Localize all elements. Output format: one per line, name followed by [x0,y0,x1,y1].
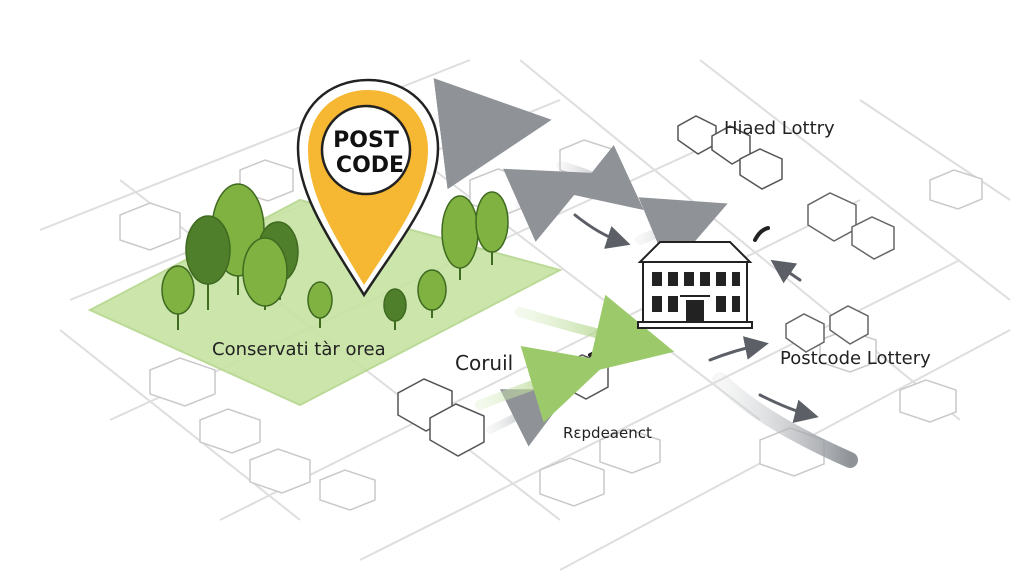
flow-arrows-grey [433,78,858,468]
tree-icon [475,191,509,253]
tree-icon [383,288,407,322]
tree-icon [161,265,195,315]
pin-label-line2: CODE [336,153,404,178]
pin-label-line1: POST [333,128,399,153]
houses-top-right [677,115,783,190]
tree-icon [441,195,479,269]
label-replacement: Rɛpdeaenct [563,424,652,442]
label-conservation-area: Conservati tàr orea [212,339,386,360]
tree-canopies [161,183,509,322]
town-hall-icon [637,241,753,329]
map-pin-icon: POST CODE [296,78,440,298]
flow-arrows-green [475,294,675,423]
tree-icon [307,281,333,319]
label-postcode-lottery: Postcode Lottery [780,348,931,369]
tree-icon [185,215,231,285]
label-top-right: Hiaed Lottry [724,118,835,139]
label-council: Coruil [455,351,513,375]
houses-right [785,192,895,353]
tree-icon [242,237,288,307]
houses-background [119,139,983,511]
tree-icon [417,269,447,311]
